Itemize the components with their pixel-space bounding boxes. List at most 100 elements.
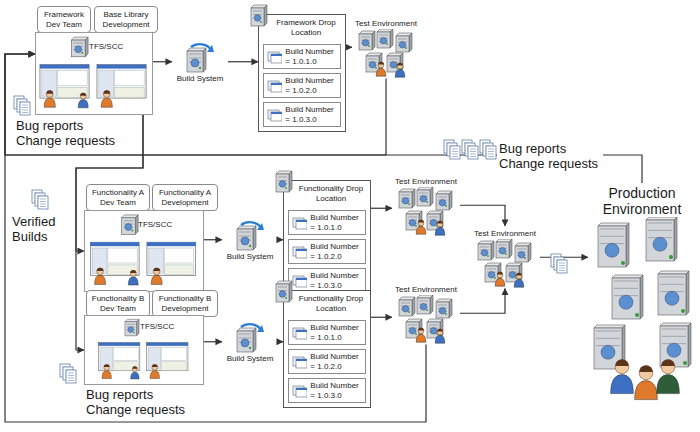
server-top xyxy=(658,271,689,274)
flow-connector xyxy=(228,61,258,62)
server-disc xyxy=(439,199,446,206)
server-disc xyxy=(667,343,681,357)
person-hair xyxy=(130,270,136,273)
build-arrow-head xyxy=(207,45,214,52)
person-body xyxy=(435,227,445,235)
server-side xyxy=(640,275,643,319)
server-slot xyxy=(73,43,83,44)
server-slot xyxy=(401,194,410,195)
build-package-bar xyxy=(296,330,307,332)
server-top xyxy=(646,217,677,220)
server-body xyxy=(598,226,626,267)
server-slot xyxy=(401,302,410,303)
server-side xyxy=(430,295,433,314)
server-disc xyxy=(665,291,679,305)
person-hair xyxy=(103,90,110,93)
node-title: Build System xyxy=(227,354,274,364)
document-line xyxy=(559,270,565,271)
flow-connector xyxy=(5,54,642,183)
build-server-icon xyxy=(233,320,267,354)
person-body xyxy=(150,371,159,379)
server-disc xyxy=(399,41,406,48)
server-led xyxy=(445,313,447,315)
server-body xyxy=(417,298,430,314)
server-slot xyxy=(239,334,251,335)
server-body xyxy=(125,322,137,336)
server-disc xyxy=(481,249,488,256)
person-head xyxy=(80,93,86,99)
build-number: Build Number = 1.0.1.0 xyxy=(310,323,362,342)
document-line xyxy=(488,156,494,157)
server-body xyxy=(377,32,390,48)
dev-workspace: TFS/SCC xyxy=(35,32,153,115)
team-label-box: Base Library Development xyxy=(94,6,158,33)
document-line xyxy=(40,204,46,205)
team-label-box: Functionality B Dev Team xyxy=(86,290,150,317)
node-title: Framework Dev Team xyxy=(41,10,87,29)
test-server-cluster xyxy=(472,239,538,289)
server-slot xyxy=(398,38,407,39)
person-head xyxy=(104,365,110,371)
person-body xyxy=(95,275,106,284)
server-body xyxy=(399,192,412,208)
server-side xyxy=(390,29,393,48)
window-pane xyxy=(92,248,107,273)
server-slot xyxy=(614,288,638,289)
person-head xyxy=(661,360,675,374)
document-line xyxy=(452,149,458,150)
build-number-box: Build Number = 1.0.2.0 xyxy=(263,73,341,98)
person-hair xyxy=(661,359,675,366)
build-number: Build Number = 1.0.1.0 xyxy=(285,47,337,66)
dev-workspace: TFS/SCC xyxy=(84,315,204,385)
document-line xyxy=(559,268,565,269)
server-slot xyxy=(189,58,201,59)
document-line xyxy=(22,110,28,111)
document-line xyxy=(452,156,458,157)
person-body xyxy=(435,335,445,343)
person-body xyxy=(101,98,112,107)
server-body xyxy=(417,190,430,206)
server-body xyxy=(399,300,412,316)
server-disc xyxy=(128,327,134,333)
node-title: Functionality A Dev Team xyxy=(90,188,146,207)
build-arrow xyxy=(241,324,261,330)
server-top xyxy=(660,323,691,326)
build-package-bar xyxy=(271,54,282,56)
server-disc xyxy=(409,327,416,334)
server-name: TFS/SCC xyxy=(140,322,174,331)
build-package-icon xyxy=(292,355,307,369)
person-head xyxy=(130,270,136,276)
window-pane xyxy=(115,88,144,98)
build-package-icon xyxy=(292,384,307,398)
person-head xyxy=(615,360,629,374)
person-body xyxy=(102,371,111,379)
server-led xyxy=(285,297,287,299)
feedback-label: Bug reports Change requests xyxy=(84,387,190,417)
server-slot xyxy=(660,284,684,285)
document-line xyxy=(22,105,28,106)
person-hair xyxy=(153,268,160,271)
person-body xyxy=(78,99,88,107)
server-side xyxy=(135,215,138,235)
document-line xyxy=(470,151,476,152)
flow-connector xyxy=(460,289,505,314)
window-pane xyxy=(113,348,138,361)
server-led xyxy=(415,333,417,335)
person-body xyxy=(495,278,505,286)
server-top xyxy=(612,275,643,278)
server-body xyxy=(251,8,264,26)
window-frame xyxy=(147,242,196,275)
server-disc xyxy=(430,327,437,334)
server-led xyxy=(487,255,489,257)
build-package-icon xyxy=(267,79,282,93)
person-body xyxy=(376,68,386,76)
person-body xyxy=(44,98,55,107)
server-slot xyxy=(379,34,388,35)
window-titlebar xyxy=(90,242,139,246)
build-package-icon xyxy=(296,359,307,368)
server-body xyxy=(187,51,203,72)
server-side xyxy=(688,323,691,367)
server-slot xyxy=(662,329,686,330)
test-environment: Test Environment xyxy=(392,282,460,345)
build-package-icon xyxy=(267,108,282,122)
